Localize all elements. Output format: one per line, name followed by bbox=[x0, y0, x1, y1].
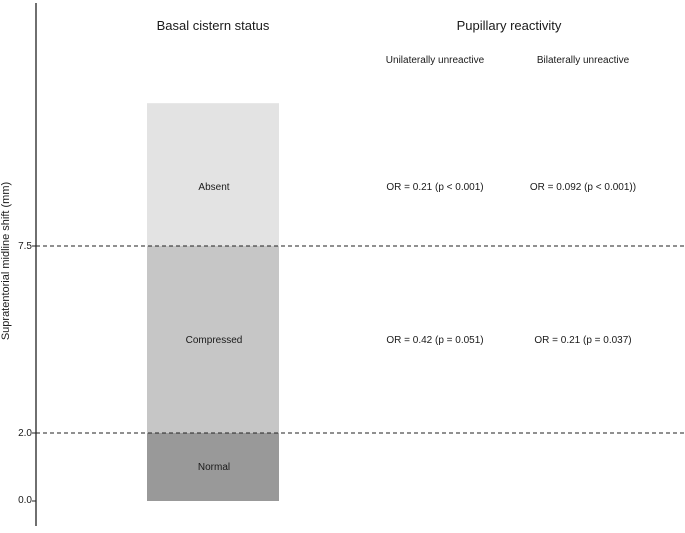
band-label-absent: Absent bbox=[198, 182, 230, 193]
band-normal bbox=[147, 433, 279, 501]
or-absent-unilateral: OR = 0.21 (p < 0.001) bbox=[386, 182, 484, 193]
band-label-compressed: Compressed bbox=[185, 335, 243, 346]
or-compressed-bilateral: OR = 0.21 (p = 0.037) bbox=[534, 335, 632, 346]
y-tick-label-0: 0.0 bbox=[18, 495, 32, 506]
y-tick-label-7-5: 7.5 bbox=[18, 241, 32, 252]
or-absent-bilateral: OR = 0.092 (p < 0.001)) bbox=[529, 182, 637, 193]
basal-cistern-header: Basal cistern status bbox=[156, 18, 270, 33]
subheader-bilateral: Bilaterally unreactive bbox=[536, 55, 630, 66]
pupillary-reactivity-header: Pupillary reactivity bbox=[456, 18, 562, 33]
y-axis-label: Supratentorial midline shift (mm) bbox=[0, 181, 12, 341]
band-label-normal: Normal bbox=[197, 462, 231, 473]
band-compressed bbox=[147, 246, 279, 433]
or-compressed-unilateral: OR = 0.42 (p = 0.051) bbox=[386, 335, 484, 346]
subheader-unilateral: Unilaterally unreactive bbox=[385, 55, 485, 66]
band-absent bbox=[147, 103, 279, 246]
y-tick-label-2: 2.0 bbox=[18, 428, 32, 439]
